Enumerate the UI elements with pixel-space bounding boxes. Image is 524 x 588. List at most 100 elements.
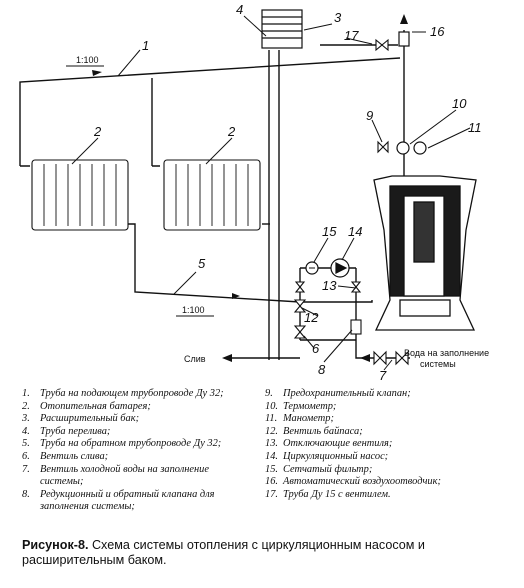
legend-item: 16. Автоматический воздухоотводчик;: [265, 476, 515, 489]
legend-text: Сетчатый фильтр;: [283, 463, 373, 475]
legend-number: 10.: [265, 400, 278, 412]
legend-number: 6.: [22, 450, 30, 462]
callout-4: 4: [236, 2, 243, 17]
caption-prefix: Рисунок-8.: [22, 538, 89, 552]
legend-item: 12. Вентиль байпаса;: [265, 426, 515, 439]
valve-drain-6: [293, 325, 307, 339]
callout-15: 15: [322, 224, 337, 239]
legend-text: Расширительный бак;: [40, 413, 140, 425]
legend-item: 17.Труба Ду 15 с вентилем.: [265, 489, 515, 502]
callout-8: 8: [318, 362, 326, 377]
legend-text: Отключающие вентиля;: [283, 438, 393, 450]
water-label-line1: Вода на заполнение: [404, 348, 489, 358]
radiator-2: [163, 159, 261, 231]
legend-text: заполнения системы;: [40, 501, 135, 513]
legend-item: 1. Труба на подающем трубопроводе Ду 32;: [22, 388, 258, 401]
legend-text: Отопительная батарея;: [40, 400, 151, 412]
valve-7b: [395, 350, 409, 366]
legend-number: 9.: [265, 388, 273, 399]
legend-text: Труба перелива;: [40, 425, 111, 437]
legend-number: 14.: [265, 450, 278, 462]
legend-text: Труба Ду 15 с вентилем.: [283, 488, 391, 500]
valve-bypass-12: [293, 299, 307, 313]
legend-number: [22, 501, 40, 514]
legend-text: Термометр;: [283, 400, 337, 412]
valve-13b: [350, 281, 362, 293]
legend-number: 4.: [22, 425, 30, 437]
legend-number: 8.: [22, 488, 30, 500]
legend-number: 5.: [22, 438, 30, 450]
callout-12: 12: [304, 310, 319, 325]
legend-text: Труба на подающем трубопроводе Ду 32;: [40, 388, 224, 399]
circulation-pump: [330, 258, 350, 278]
legend-number: [22, 476, 40, 489]
legend-text: Циркуляционный насос;: [283, 450, 389, 462]
callout-2a: 2: [93, 124, 102, 139]
legend-item: 13. Отключающие вентиля;: [265, 438, 515, 451]
slope-supply: 1:100: [76, 55, 99, 65]
legend-item: 2. Отопительная батарея;: [22, 401, 258, 414]
legend-right: 9. Предохранительный клапан; 10. Термометр;…: [265, 388, 515, 501]
callout-14: 14: [348, 224, 362, 239]
legend-number: 3.: [22, 413, 30, 425]
callout-16: 16: [430, 24, 445, 39]
thermometer: [396, 141, 410, 155]
safety-valve-9: [377, 140, 389, 154]
return-pipe-a: [128, 223, 301, 303]
legend-item: системы;: [22, 476, 258, 489]
legend-number: 7.: [22, 463, 30, 475]
caption-text: Схема системы отопления с циркуляционным…: [22, 538, 425, 567]
drain-label: Слив: [184, 354, 206, 364]
water-label-line2: системы: [420, 359, 456, 369]
callout-3: 3: [334, 10, 342, 25]
figure-caption: Рисунок-8. Схема системы отопления с цир…: [22, 538, 502, 568]
supply-pipe: [19, 57, 401, 166]
strainer-filter: [305, 261, 319, 275]
legend-item: 14. Циркуляционный насос;: [265, 451, 515, 464]
legend-text: Автоматический воздухоотводчик;: [283, 476, 441, 488]
legend-item: 8. Редукционный и обратный клапана для: [22, 489, 258, 502]
manometer: [413, 141, 427, 155]
boiler: [373, 175, 477, 331]
callout-5: 5: [198, 256, 206, 271]
legend-text: Вентиль холодной воды на заполнение: [40, 463, 209, 475]
callout-10: 10: [452, 96, 467, 111]
callout-11: 11: [468, 120, 482, 135]
legend-number: 2.: [22, 400, 30, 412]
legend-item: 11. Манометр;: [265, 413, 515, 426]
legend-text: системы;: [40, 476, 84, 488]
heating-system-diagram: 1 2 2 3 4 5 6 7 8 9 10 11 12 13 14 15 16…: [19, 2, 489, 383]
legend-item: 15. Сетчатый фильтр;: [265, 464, 515, 477]
valve-13a: [294, 281, 306, 293]
legend-number: 16.: [265, 476, 278, 488]
legend-text: Труба на обратном трубопроводе Ду 32;: [40, 438, 222, 450]
slope-return: 1:100: [182, 305, 205, 315]
legend-text: Редукционный и обратный клапана для: [40, 488, 215, 500]
callout-9: 9: [366, 108, 373, 123]
reducer-valve-8: [350, 319, 362, 335]
expansion-tank: [261, 9, 303, 49]
legend-number: 11.: [265, 413, 278, 425]
legend-item: 7. Вентиль холодной воды на заполнение: [22, 464, 258, 477]
legend-item: 5. Труба на обратном трубопроводе Ду 32;: [22, 438, 258, 451]
legend-item: 4. Труба перелива;: [22, 426, 258, 439]
legend-text: Манометр;: [283, 413, 334, 425]
legend-text: Вентиль байпаса;: [283, 425, 363, 437]
valve-7: [373, 350, 387, 366]
legend-item: 3. Расширительный бак;: [22, 413, 258, 426]
legend-number: 15.: [265, 463, 278, 475]
air-vent: [398, 31, 410, 47]
legend-number: 12.: [265, 425, 278, 437]
valve-17: [375, 38, 389, 52]
legend-number: 13.: [265, 438, 278, 450]
callout-17: 17: [344, 28, 359, 43]
legend-number: 1.: [22, 388, 30, 399]
legend-item: 6.Вентиль слива;: [22, 451, 258, 464]
callout-13: 13: [322, 278, 337, 293]
legend-left: 1. Труба на подающем трубопроводе Ду 32; 2…: [22, 388, 258, 514]
legend-item: 9. Предохранительный клапан;: [265, 388, 515, 401]
legend-text: Предохранительный клапан;: [283, 388, 411, 399]
callout-7: 7: [379, 368, 387, 383]
radiator-1: [31, 159, 129, 231]
callout-1: 1: [142, 38, 149, 53]
